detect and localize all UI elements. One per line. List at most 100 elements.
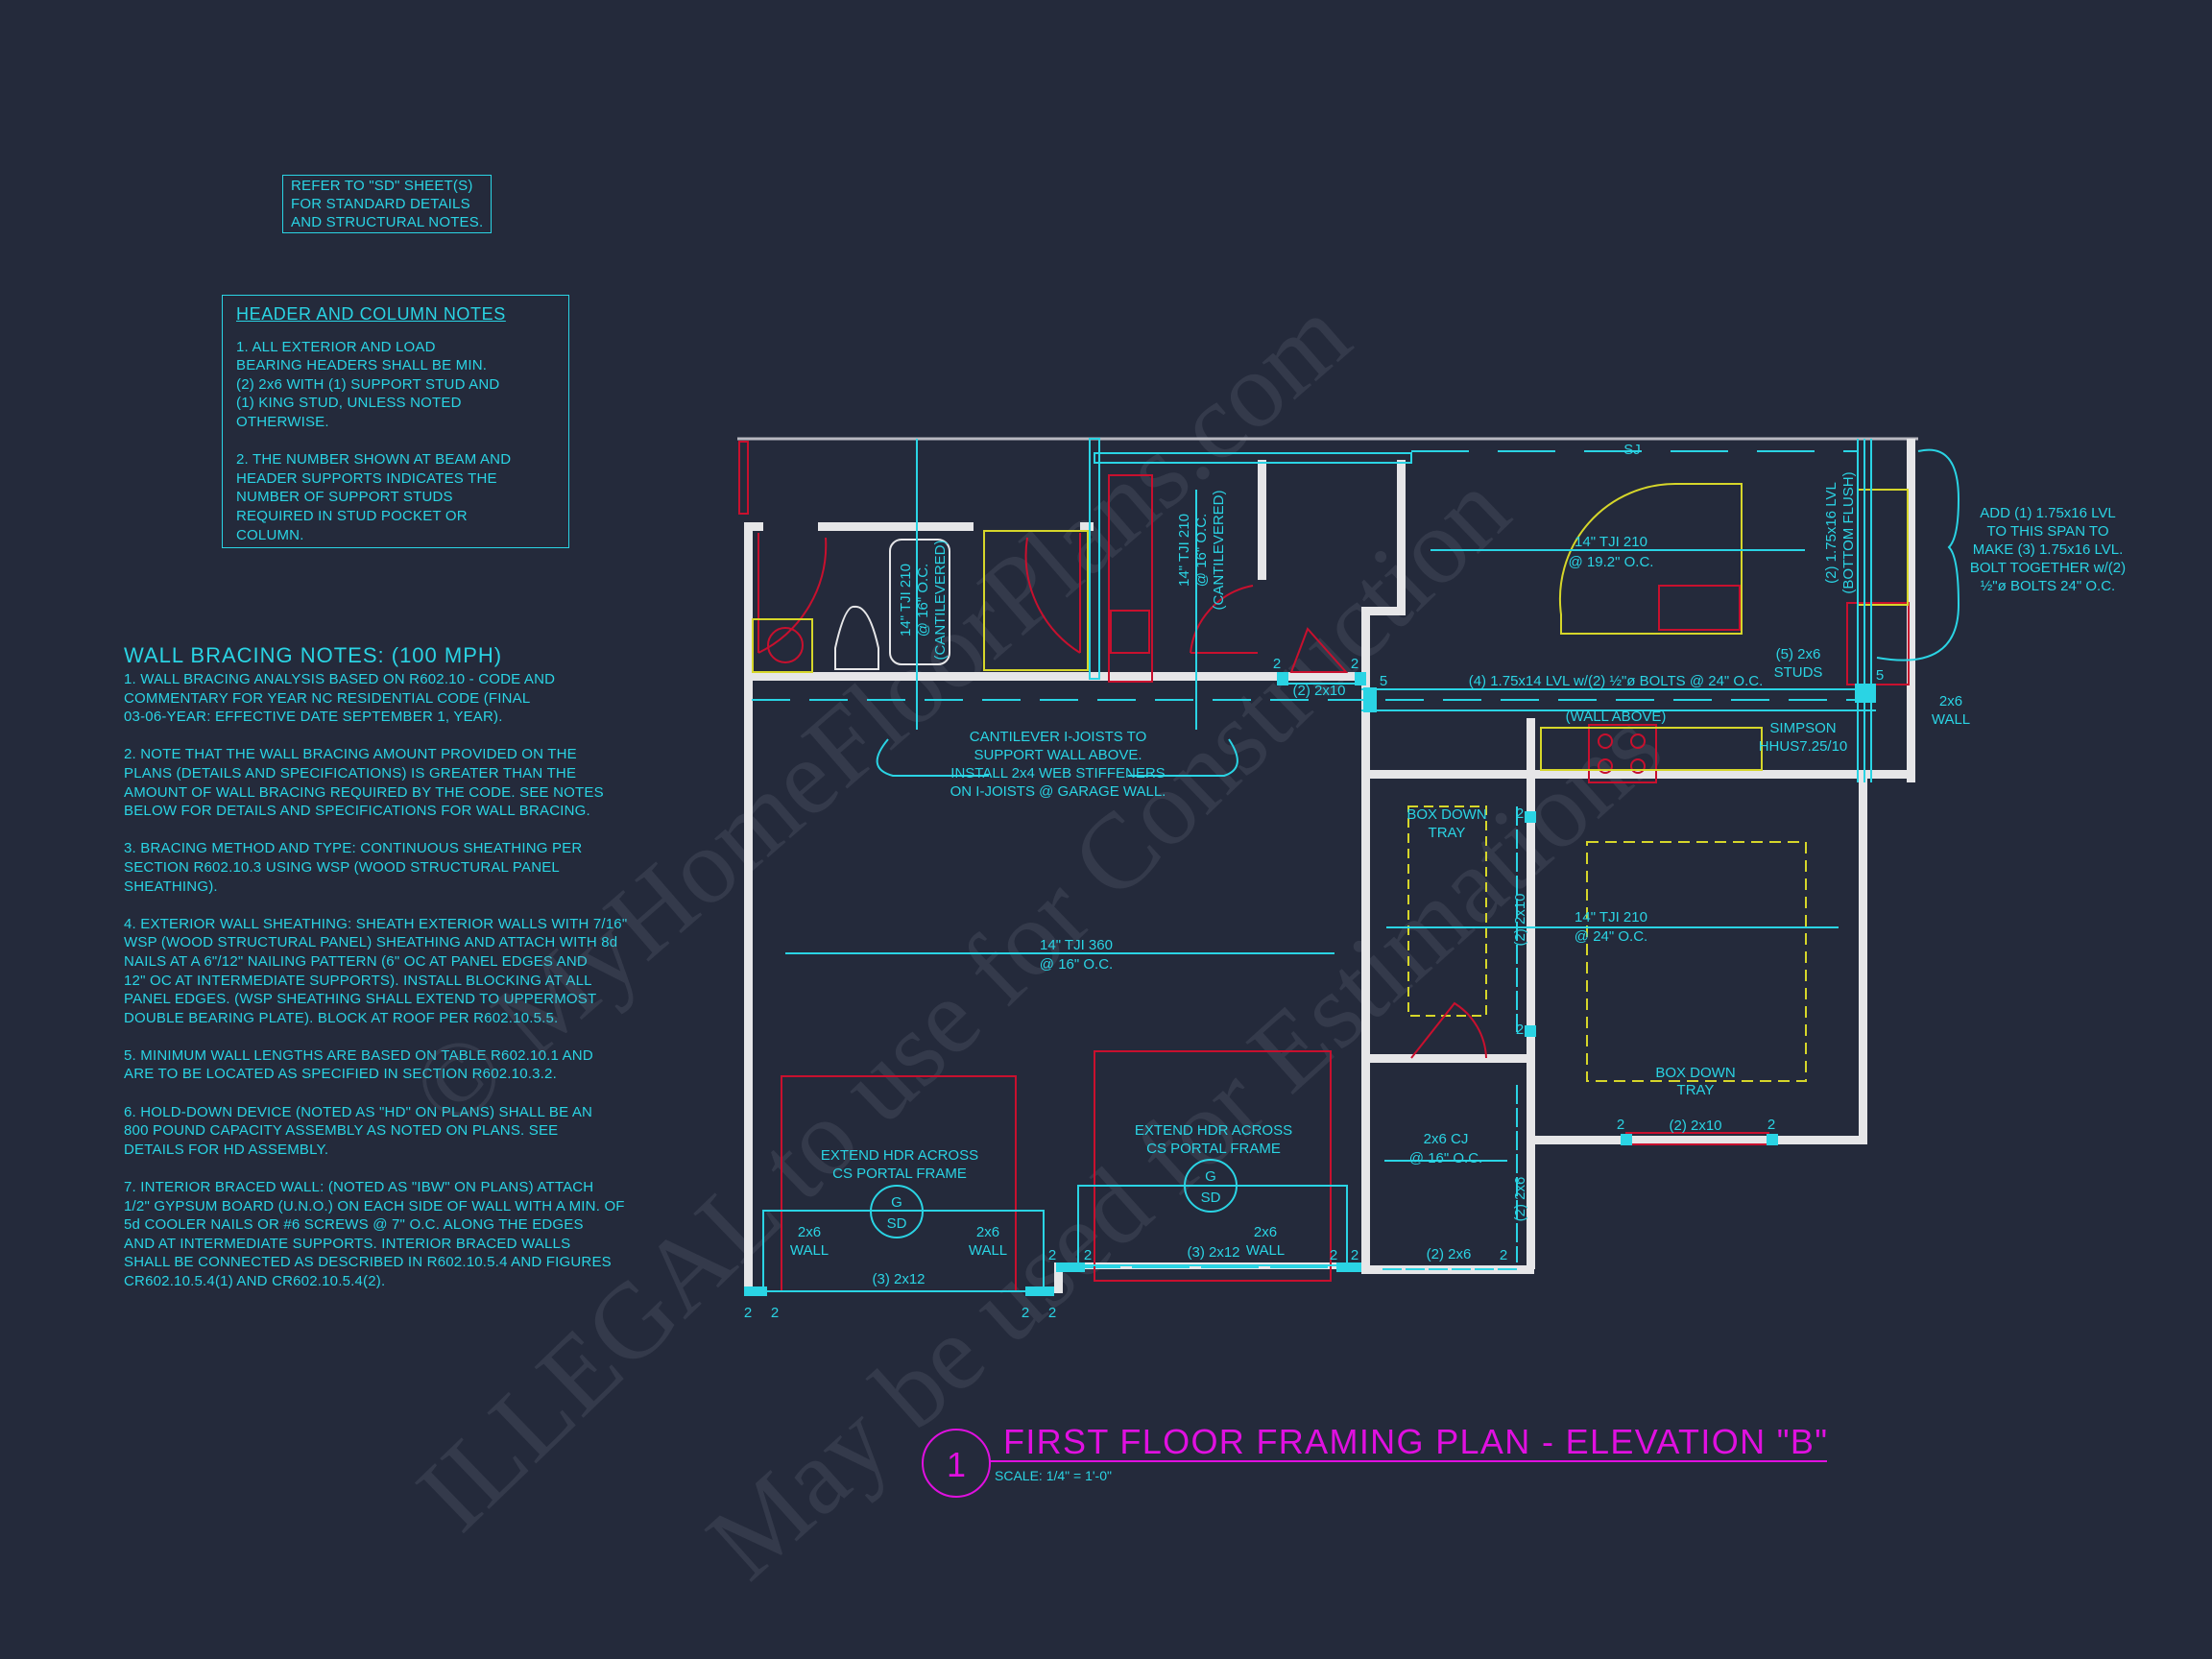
note-line: HEADER SUPPORTS INDICATES THE [236, 469, 497, 487]
kitchen-sink-icon [1658, 585, 1741, 631]
header-notes-title: HEADER AND COLUMN NOTES [236, 304, 506, 324]
ceiling-joist-size: 2x6 CJ [1424, 1131, 1469, 1147]
note-paragraph: 7. INTERIOR BRACED WALL: (NOTED AS "IBW"… [124, 1178, 627, 1291]
tray-outline-small [1407, 805, 1487, 1017]
note-line: 1. ALL EXTERIOR AND LOAD [236, 338, 436, 355]
header-column-notes: HEADER AND COLUMN NOTES 1. ALL EXTERIOR … [222, 295, 569, 548]
view-number: 1 [947, 1445, 966, 1484]
bath-joist-spacing: @ 16" O.C. [915, 564, 931, 637]
wall-label: WALL [969, 1242, 1007, 1259]
door-swing-icon [1024, 533, 1081, 654]
right-wall-label: WALL [1932, 711, 1970, 728]
garage-joist-spacing: @ 16" O.C. [1040, 956, 1113, 973]
sink-icon [767, 627, 804, 663]
note-paragraph: 1. WALL BRACING ANALYSIS BASED ON R602.1… [124, 670, 627, 727]
bedroom-joist-size: 14" TJI 210 [1575, 909, 1647, 926]
note-line: COMMENTARY FOR YEAR NC RESIDENTIAL CODE … [124, 689, 531, 707]
simpson-label: SIMPSON [1769, 720, 1836, 736]
tray-outline-large [1586, 841, 1807, 1082]
note-line: 7. INTERIOR BRACED WALL: (NOTED AS "IBW"… [124, 1179, 594, 1196]
bedroom-joist-spacing: @ 24" O.C. [1575, 928, 1647, 945]
laundry-sink-icon [1110, 610, 1150, 654]
laundry-joist-spacing: @ 16" O.C. [1193, 514, 1210, 587]
note-line: 800 POUND CAPACITY ASSEMBLY AS NOTED ON … [124, 1122, 559, 1140]
simpson-model: HHUS7.25/10 [1759, 738, 1848, 755]
stud-count: 2 [1330, 1247, 1337, 1263]
header-label: (2) 2x10 [1669, 1118, 1721, 1134]
refer-note-box: REFER TO "SD" SHEET(S)FOR STANDARD DETAI… [282, 175, 493, 233]
add-lvl-note-line: MAKE (3) 1.75x16 LVL. [1973, 541, 2123, 558]
right-wall-label: 2x6 [1939, 693, 1962, 709]
bathtub-icon [889, 539, 950, 665]
garage-header-label: (3) 2x12 [872, 1271, 925, 1287]
note-line: COLUMN. [236, 526, 304, 543]
header-label: (2) 2x6 [1427, 1246, 1472, 1262]
washer-dryer-icon [1108, 474, 1153, 683]
tray-small-label: BOX DOWN [1407, 806, 1486, 823]
wall-bracing-body: 1. WALL BRACING ANALYSIS BASED ON R602.1… [124, 670, 627, 1291]
header-label-vertical: (2) 2x6 [1512, 1177, 1528, 1222]
hatched-wall-top [1094, 452, 1412, 464]
beams [744, 439, 1876, 1296]
closet-outline [1846, 602, 1910, 685]
watermark: © MyHomeFloorPlans.com ILLEGAL to use fo… [389, 275, 1684, 1601]
ceiling-joist-spacing: @ 16" O.C. [1409, 1150, 1482, 1166]
note-line: CR602.10.5.4(1) AND CR602.10.5.4(2). [124, 1273, 386, 1289]
note-line: REFER TO "SD" SHEET(S) [291, 178, 473, 194]
stud-count: 5 [1876, 667, 1884, 684]
add-lvl-note-line: BOLT TOGETHER w/(2) [1970, 560, 2126, 576]
stud-count: 2 [1351, 656, 1358, 672]
note-line: AND AT INTERMEDIATE SUPPORTS. INTERIOR B… [124, 1235, 571, 1252]
note-line: 12" OC AT INTERMEDIATE SUPPORTS). INSTAL… [124, 972, 592, 989]
note-paragraph: 5. MINIMUM WALL LENGTHS ARE BASED ON TAB… [124, 1046, 627, 1084]
note-line: NUMBER OF SUPPORT STUDS [236, 489, 453, 506]
note-line: 6. HOLD-DOWN DEVICE (NOTED AS "HD" ON PL… [124, 1103, 593, 1120]
tray-large-label: TRAY [1677, 1082, 1715, 1098]
note-paragraph: 3. BRACING METHOD AND TYPE: CONTINUOUS S… [124, 839, 627, 896]
note-paragraph: 4. EXTERIOR WALL SHEATHING: SHEATH EXTER… [124, 915, 627, 1028]
portal-note-line: CS PORTAL FRAME [832, 1166, 967, 1182]
note-line: SHEATHING). [124, 878, 218, 895]
stud-count: 2 [1516, 805, 1524, 822]
tray-small-label: TRAY [1429, 825, 1466, 841]
detail-callout-left [870, 1185, 924, 1238]
garage-joist-size: 14" TJI 360 [1040, 937, 1113, 953]
sj-label: SJ [1623, 442, 1641, 458]
wall-label: 2x6 [798, 1224, 821, 1240]
add-lvl-note-line: ADD (1) 1.75x16 LVL [1980, 505, 2115, 521]
cantilever-note-line: CANTILEVER I-JOISTS TO [970, 729, 1146, 745]
portal-note-line: CS PORTAL FRAME [1146, 1141, 1281, 1157]
vanity-icon [752, 618, 813, 673]
hatched-wall-vertical [1089, 438, 1100, 680]
note-line: SHALL BE CONNECTED AS DESCRIBED IN R602.… [124, 1254, 612, 1271]
bath-joist-size: 14" TJI 210 [898, 564, 914, 637]
note-line: BEARING HEADERS SHALL BE MIN. [236, 357, 488, 374]
stud-count: 2 [1273, 656, 1281, 672]
note-line: SECTION R602.10.3 USING WSP (WOOD STRUCT… [124, 858, 560, 876]
stud-count: 2 [1084, 1247, 1092, 1263]
fixtures [752, 474, 1910, 1145]
view-number-circle [922, 1429, 991, 1498]
stud-count: 2 [1351, 1247, 1358, 1263]
laundry-joist-note: (CANTILEVERED) [1211, 490, 1227, 610]
note-line: 03-06-YEAR: EFFECTIVE DATE SEPTEMBER 1, … [124, 709, 503, 726]
note-line: (1) KING STUD, UNLESS NOTED [236, 395, 462, 412]
door-swing-icon [757, 533, 828, 654]
shower-icon [983, 530, 1089, 671]
detail-id: G [1205, 1168, 1216, 1185]
detail-callout-right [1184, 1159, 1238, 1213]
door-icon [1289, 627, 1349, 673]
note-line: PLANS (DETAILS AND SPECIFICATIONS) IS GR… [124, 764, 577, 781]
window [738, 441, 749, 515]
wall-bracing-notes: WALL BRACING NOTES: (100 MPH) 1. WALL BR… [124, 643, 627, 1310]
stud-count: 2 [1022, 1305, 1029, 1321]
plan-labels: 14" TJI 360 @ 16" O.C. CANTILEVER I-JOIS… [790, 442, 2126, 1287]
stud-count: 2 [1767, 1117, 1775, 1133]
wall-label: WALL [1246, 1242, 1285, 1259]
note-line: 1. WALL BRACING ANALYSIS BASED ON R602.1… [124, 671, 556, 687]
add-lvl-note-line: ½"ø BOLTS 24" O.C. [1981, 578, 2115, 594]
bath-joist-note: (CANTILEVERED) [932, 540, 949, 660]
add-lvl-note-line: TO THIS SPAN TO [1987, 523, 2109, 540]
note-line: 4. EXTERIOR WALL SHEATHING: SHEATH EXTER… [124, 915, 628, 932]
note-line: AMOUNT OF WALL BRACING REQUIRED BY THE C… [124, 783, 604, 801]
